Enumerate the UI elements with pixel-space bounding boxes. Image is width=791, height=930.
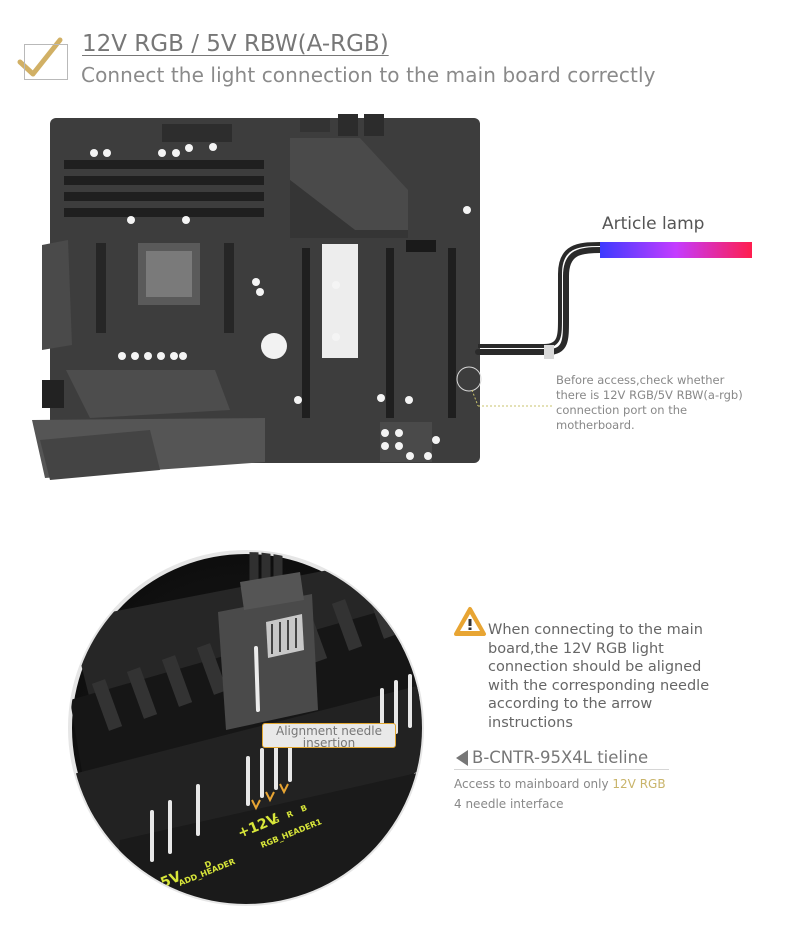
silk-b: B — [299, 803, 308, 814]
triangle-left-icon — [456, 750, 468, 766]
warning-text: When connecting to the main board,the 12… — [488, 622, 710, 731]
tieline-title: B-CNTR-95X4L tieline — [472, 748, 649, 767]
silk-d: D — [203, 859, 213, 870]
motherboard-note: Before access,check whether there is 12V… — [556, 373, 743, 432]
closeup-image: +5V D ADD_HEADER +12V G R B RGB_HEADER1 — [68, 550, 424, 906]
article-lamp-label: Article lamp — [602, 214, 705, 234]
access-suffix: 4 needle interface — [454, 797, 564, 811]
page-title: 12V RGB / 5V RBW(A-RGB) — [82, 31, 389, 57]
silk-g: G — [271, 815, 280, 826]
page-subtitle: Connect the light connection to the main… — [81, 63, 656, 87]
warning-icon — [454, 607, 486, 636]
motherboard-image — [32, 114, 482, 480]
silk-r: R — [285, 809, 294, 820]
alignment-callout: Alignment needle insertion — [262, 723, 396, 749]
access-highlight: 12V RGB — [612, 777, 666, 791]
tieline-divider — [454, 769, 669, 770]
lamp-cable — [475, 247, 603, 355]
access-description: Access to mainboard only 12V RGB 4 needl… — [454, 774, 666, 814]
checkbox-frame — [24, 44, 68, 80]
article-lamp-bar — [600, 242, 752, 258]
access-prefix: Access to mainboard only — [454, 777, 613, 791]
